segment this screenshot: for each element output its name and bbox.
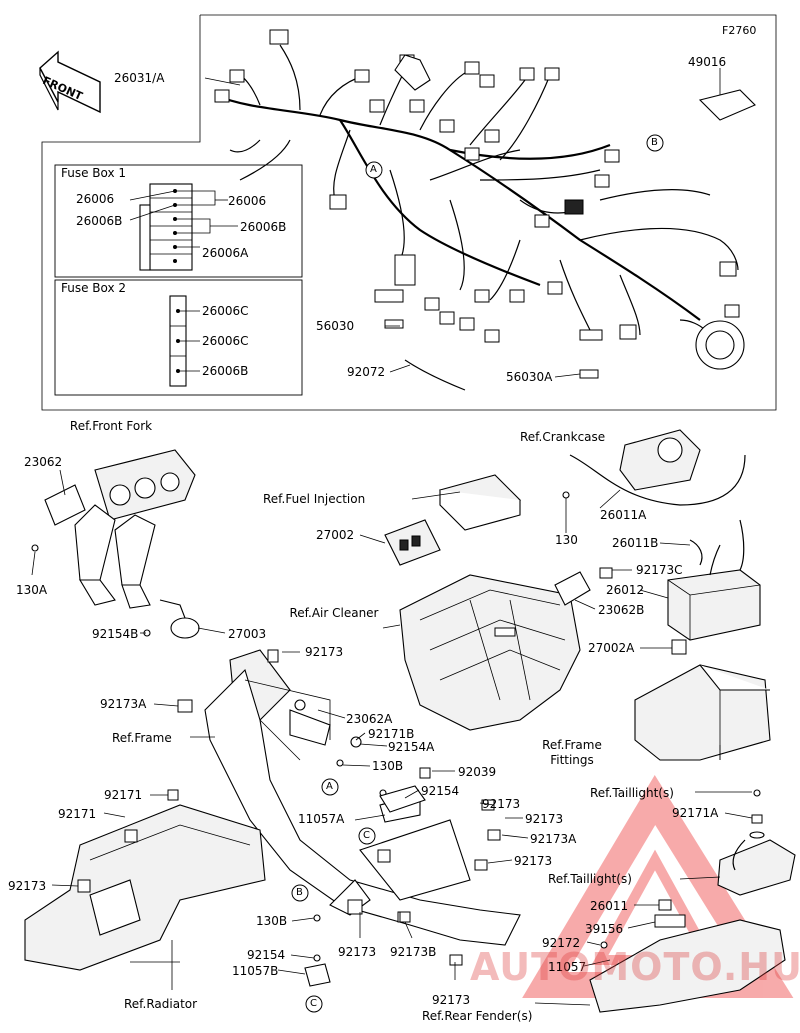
callout-c-bracket: C [310, 998, 317, 1009]
callout-a-top: A [370, 164, 377, 175]
callout-a-frame: A [326, 781, 333, 792]
label-ref-crankcase: Ref.Crankcase [520, 430, 606, 444]
label-26011b: 26011B [612, 536, 659, 550]
fuse-label-26006c-2: 26006C [202, 334, 249, 348]
label-92173a: 92173A [100, 697, 147, 711]
fuse-label-26006a: 26006A [202, 246, 249, 260]
bracket-11057b [304, 767, 463, 987]
main-wiring-harness [214, 29, 756, 391]
label-11057b: 11057B [232, 964, 279, 978]
rear-fender-taillight [589, 789, 796, 1013]
label-23062a: 23062A [346, 712, 393, 726]
radiator-shroud [24, 789, 266, 971]
label-ref-rear-fender: Ref.Rear Fender(s) [422, 1009, 533, 1023]
label-130b: 130B [372, 759, 404, 773]
callout-b-frame: B [296, 887, 303, 898]
fuse-box-1-title: Fuse Box 1 [61, 166, 127, 180]
battery-26012 [599, 519, 761, 655]
frame [177, 649, 521, 946]
label-ref-frame-fittings: Ref.Frame Fittings [542, 738, 602, 767]
fuse-label-26006-right: 26006 [228, 194, 267, 208]
label-39156: 39156 [585, 922, 624, 936]
label-56030a: 56030A [506, 370, 553, 384]
label-92173a-right: 92173A [530, 832, 577, 846]
label-56030: 56030 [316, 319, 355, 333]
fuse-box-2-panel [54, 279, 303, 396]
fuse-box-1-panel [54, 164, 303, 278]
harness-outline [41, 14, 777, 411]
label-26031-a: 26031/A [114, 71, 165, 85]
fuse-label-26006b-3: 26006B [202, 364, 249, 378]
label-ref-radiator: Ref.Radiator [124, 997, 198, 1011]
label-26011a: 26011A [600, 508, 647, 522]
front-arrow-icon [39, 50, 101, 114]
frame-fittings [634, 664, 771, 761]
crankcase-starter [562, 429, 746, 506]
label-27003: 27003 [228, 627, 267, 641]
fuse-label-26006b-right: 26006B [240, 220, 287, 234]
label-92171a: 92171A [672, 806, 719, 820]
label-92173b: 92173B [390, 945, 437, 959]
fuse-label-26006-left: 26006 [76, 192, 115, 206]
label-92173-bottom: 92173 [338, 945, 377, 959]
label-ref-fuel-injection: Ref.Fuel Injection [263, 492, 366, 506]
label-92154a: 92154A [388, 740, 435, 754]
label-27002a: 27002A [588, 641, 635, 655]
callout-b-top: B [651, 137, 658, 148]
label-92154-lower: 92154 [247, 948, 286, 962]
label-23062b: 23062B [598, 603, 645, 617]
label-92171b: 92171B [368, 727, 415, 741]
label-23062: 23062 [24, 455, 63, 469]
label-26011: 26011 [590, 899, 629, 913]
label-92072: 92072 [347, 365, 386, 379]
label-92171-top: 92171 [104, 788, 143, 802]
label-92171-left: 92171 [58, 807, 97, 821]
label-92173-lower: 92173 [514, 854, 553, 868]
figure-code: F2760 [722, 24, 757, 37]
fuse-label-26006c-1: 26006C [202, 304, 249, 318]
label-130b-lower: 130B [256, 914, 288, 928]
label-92154b: 92154B [92, 627, 139, 641]
label-92173-right: 92173 [525, 812, 564, 826]
label-ref-taillights-2: Ref.Taillight(s) [548, 872, 632, 886]
label-ref-front-fork: Ref.Front Fork [69, 419, 153, 433]
label-92154: 92154 [421, 784, 460, 798]
label-ref-air-cleaner: Ref.Air Cleaner [289, 606, 379, 620]
ecu-27002 [384, 474, 522, 566]
label-92039: 92039 [458, 765, 497, 779]
label-92172: 92172 [542, 936, 581, 950]
label-92173-radiator: 92173 [8, 879, 47, 893]
label-49016: 49016 [688, 55, 727, 69]
watermark-text: AUTOMOTO.HUB [470, 945, 800, 989]
label-ref-frame: Ref.Frame [112, 731, 172, 745]
callout-circles [291, 134, 664, 1013]
label-26012: 26012 [606, 583, 645, 597]
fuse-label-26006b-left: 26006B [76, 214, 123, 228]
air-cleaner [399, 571, 591, 731]
callout-c-frame: C [363, 830, 370, 841]
fuse-box-2-title: Fuse Box 2 [61, 281, 127, 295]
label-27002: 27002 [316, 528, 355, 542]
label-92173-fender: 92173 [432, 993, 471, 1007]
label-ref-taillights-1: Ref.Taillight(s) [590, 786, 674, 800]
label-11057a: 11057A [298, 812, 345, 826]
leader-lines [31, 68, 753, 1006]
label-92173c: 92173C [636, 563, 683, 577]
label-92173-mid: 92173 [482, 797, 521, 811]
label-130a: 130A [16, 583, 48, 597]
label-130: 130 [555, 533, 578, 547]
label-92173-upper: 92173 [305, 645, 344, 659]
front-fork [31, 449, 200, 639]
label-11057: 11057 [548, 960, 587, 974]
